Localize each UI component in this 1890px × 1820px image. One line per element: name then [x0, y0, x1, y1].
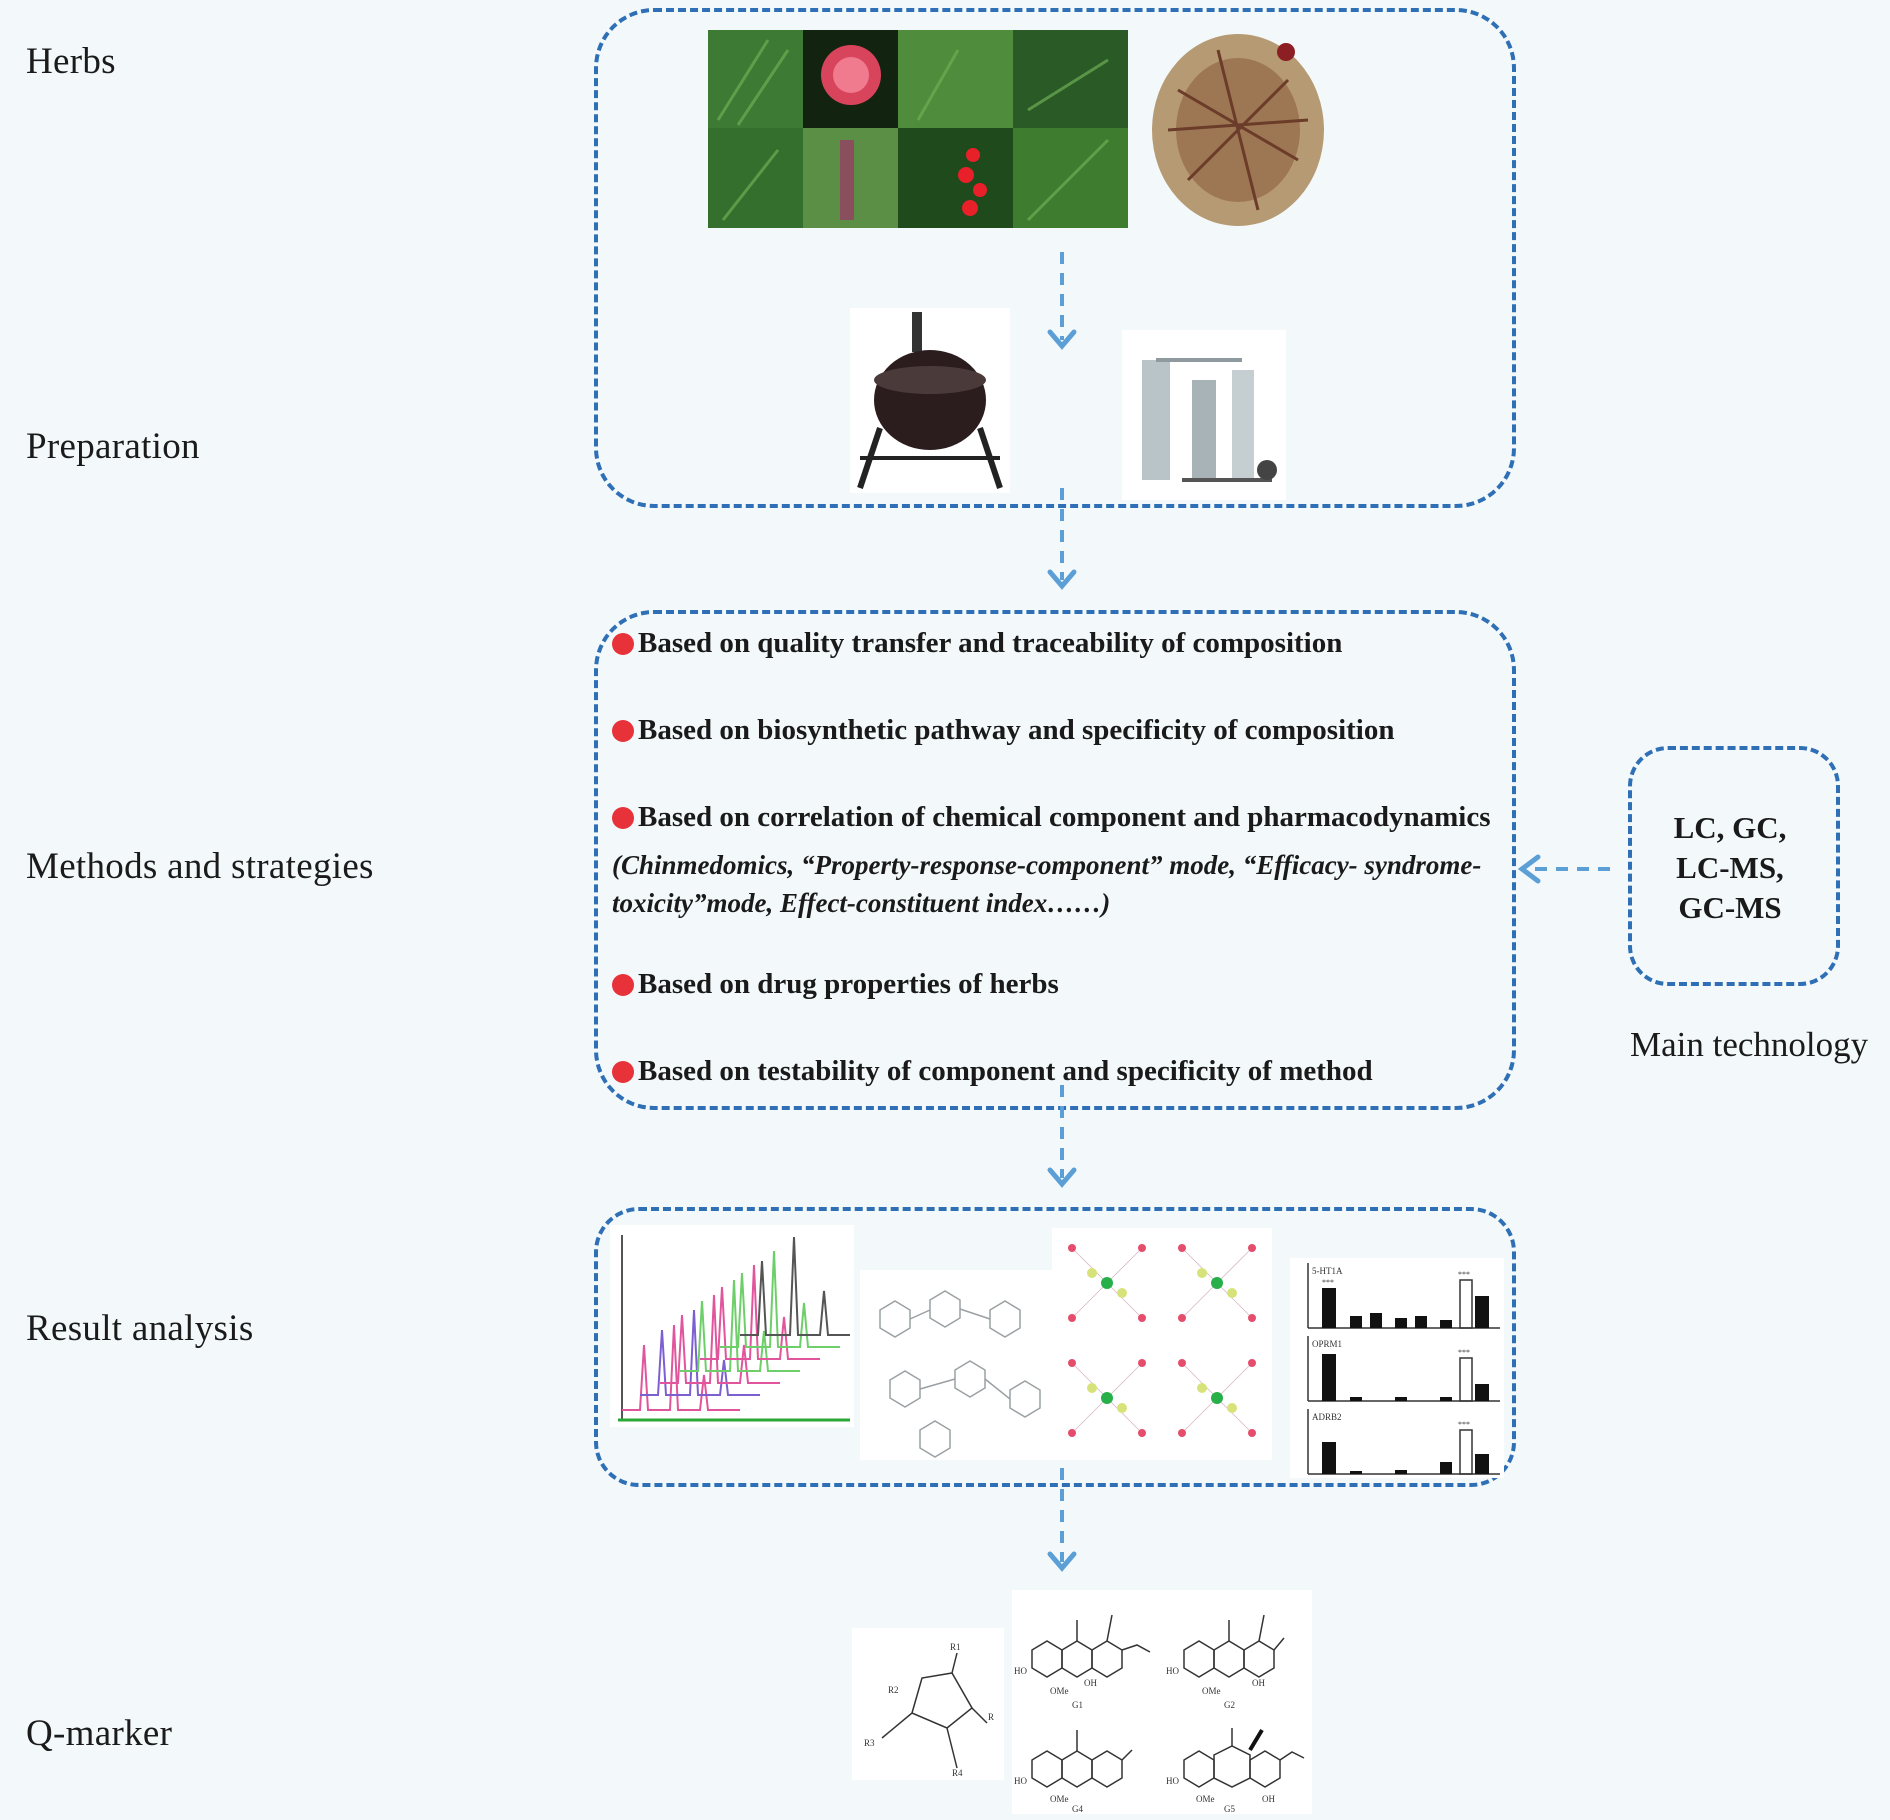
method-text-1: Based on quality transfer and traceabili…: [638, 627, 1343, 659]
bar-label-oprm1: OPRM1: [1312, 1339, 1342, 1349]
extraction-equipment-photo: [1122, 330, 1286, 500]
bar-label-adrb2: ADRB2: [1312, 1412, 1342, 1422]
q-marker-compounds: HO OMe OH G1 HO OMe OH G2 HO OMe G4 HO O…: [1012, 1590, 1312, 1814]
compound-label-g4: G4: [1072, 1804, 1083, 1814]
bullet-icon: [612, 1060, 634, 1083]
method-item-1: Based on quality transfer and traceabili…: [612, 627, 1342, 660]
stage-label-preparation: Preparation: [26, 426, 200, 467]
group-oh: OH: [1084, 1678, 1097, 1688]
method-item-2: Based on biosynthetic pathway and specif…: [612, 714, 1394, 747]
group-ome: OMe: [1050, 1686, 1069, 1696]
significance-mark: ***: [1458, 1420, 1470, 1429]
methods-box: [594, 610, 1516, 1110]
bar-label-5ht1a: 5-HT1A: [1312, 1266, 1343, 1276]
extraction-kettle-photo: [850, 308, 1010, 493]
significance-mark: ***: [1458, 1270, 1470, 1279]
q-marker-structure-left: R1 R2 R3 R4 R: [852, 1628, 1004, 1780]
stage-label-herbs: Herbs: [26, 41, 116, 82]
method-text-5: Based on testability of component and sp…: [638, 1055, 1373, 1087]
compound-label-g2: G2: [1224, 1700, 1235, 1710]
group-ome: OMe: [1050, 1794, 1069, 1804]
compound-label-g5: G5: [1224, 1804, 1235, 1814]
label-r1: R1: [950, 1642, 961, 1652]
compound-label-g1: G1: [1072, 1700, 1083, 1710]
method-text-3: Based on correlation of chemical compone…: [638, 801, 1491, 833]
method-item-4: Based on drug properties of herbs: [612, 968, 1059, 1001]
bullet-icon: [612, 719, 634, 742]
bullet-icon: [612, 806, 634, 829]
label-r3: R3: [864, 1738, 875, 1748]
structure-network-panel: [860, 1270, 1060, 1460]
bullet-icon: [612, 632, 634, 655]
group-ho: HO: [1166, 1776, 1179, 1786]
group-oh: OH: [1252, 1678, 1265, 1688]
result-analysis-box: [594, 1207, 1516, 1487]
label-r4: R4: [952, 1768, 963, 1778]
herb-plants-photo: [708, 30, 1128, 228]
significance-mark: ***: [1458, 1348, 1470, 1357]
technology-line-1: LC, GC,: [1673, 810, 1787, 845]
network-pharmacology-panel: [1052, 1228, 1272, 1460]
significance-mark: ***: [1322, 1278, 1334, 1287]
method-text-2: Based on biosynthetic pathway and specif…: [638, 714, 1395, 746]
method-item-5: Based on testability of component and sp…: [612, 1055, 1373, 1088]
herbs-preparation-box: [594, 8, 1516, 508]
stage-label-result-analysis: Result analysis: [26, 1308, 254, 1349]
technology-line-2: LC-MS,: [1676, 850, 1784, 885]
group-oh: OH: [1262, 1794, 1275, 1804]
method-note: (Chinmedomics, “Property-response-compon…: [612, 850, 1482, 918]
method-text-4: Based on drug properties of herbs: [638, 968, 1059, 1000]
group-ho: HO: [1166, 1666, 1179, 1676]
chromatogram-panel: [610, 1225, 854, 1427]
receptor-bar-charts: 5-HT1A OPRM1 ADRB2 *** *** *** ***: [1290, 1258, 1504, 1478]
method-item-3: Based on correlation of chemical compone…: [612, 801, 1491, 834]
dried-herbs-photo: [1152, 34, 1324, 226]
bullet-icon: [612, 973, 634, 996]
group-ome: OMe: [1196, 1794, 1215, 1804]
main-technology-box: [1628, 746, 1840, 986]
main-technology-caption: Main technology: [1630, 1025, 1869, 1064]
stage-label-q-marker: Q-marker: [26, 1713, 173, 1754]
group-ho: HO: [1014, 1776, 1027, 1786]
group-ho: HO: [1014, 1666, 1027, 1676]
technology-list: LC, GC, LC-MS, GC-MS: [1630, 808, 1830, 928]
stage-label-methods: Methods and strategies: [26, 846, 374, 887]
technology-line-3: GC-MS: [1678, 890, 1782, 925]
group-ome: OMe: [1202, 1686, 1221, 1696]
label-r: R: [988, 1712, 994, 1722]
label-r2: R2: [888, 1685, 899, 1695]
